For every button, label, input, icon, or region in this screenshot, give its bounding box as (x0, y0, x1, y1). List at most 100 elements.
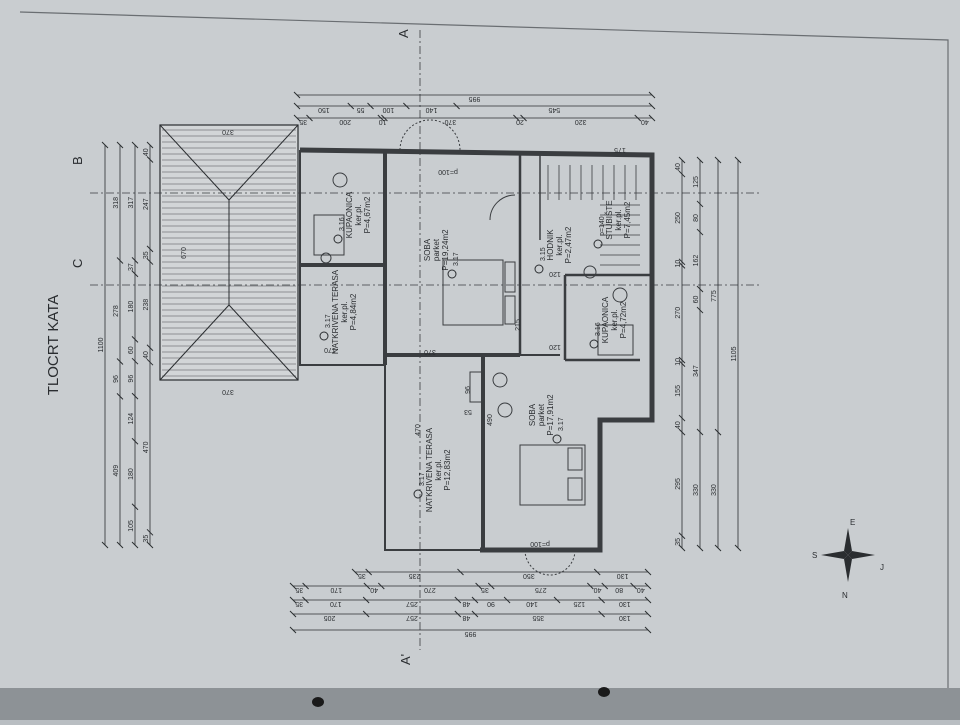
inner-dimension: 470 (415, 424, 422, 436)
dimension-value-right: 330 (711, 484, 718, 496)
dimension-chains: 1100409962783181051801249660180373173547… (98, 91, 742, 637)
nightstand (567, 447, 583, 471)
compass-rose: S J N E (812, 518, 884, 600)
dimension-value-left: 105 (128, 520, 135, 532)
dimension-value-left: 96 (128, 375, 135, 383)
dimension-tick (116, 257, 124, 264)
level-marker-icon (413, 489, 423, 499)
level-marker-icon (333, 234, 343, 244)
dimension-value-left: 35 (143, 251, 150, 259)
dimension-tick (146, 258, 154, 265)
chimney (469, 371, 485, 403)
dimension-value-bottom: 275 (535, 586, 547, 593)
dimension-tick (553, 596, 561, 604)
inner-dimension: 175 (614, 146, 626, 153)
dimension-tick (714, 428, 722, 436)
dimension-tick (678, 258, 686, 266)
dimension-tick (131, 437, 139, 445)
room-area: P=12,83m2 (443, 449, 452, 491)
dimension-tick (365, 568, 373, 576)
dimension-value-top: 35 (299, 118, 307, 125)
bathtub (313, 214, 345, 256)
dimension-value-top: 40 (641, 118, 649, 125)
dimension-tick (289, 596, 297, 604)
dimension-tick (503, 596, 511, 604)
dimension-tick (131, 541, 139, 549)
dimension-value-right: 35 (675, 538, 682, 546)
paper (0, 0, 960, 690)
room-area: P=19,24m2 (441, 229, 450, 271)
sink (320, 252, 332, 264)
dimension-tick (131, 357, 139, 365)
dimension-tick (513, 114, 520, 122)
dimension-value-left: 247 (143, 198, 150, 210)
dimension-tick (381, 114, 388, 122)
sink (583, 265, 597, 279)
section-marker-a: A (396, 29, 411, 38)
dimension-tick (347, 102, 355, 110)
dimension-tick (475, 582, 482, 590)
compass-j: J (880, 563, 884, 572)
dimension-value-bottom: 35 (481, 586, 489, 593)
dimension-value-bottom: 205 (324, 614, 336, 621)
level-label: 3.17 (558, 417, 565, 431)
dimension-tick (454, 596, 462, 604)
level-marker-icon (447, 269, 457, 279)
compass-e: E (850, 518, 855, 527)
dimension-tick (293, 91, 301, 99)
dimension-value-bottom: 235 (409, 572, 421, 579)
dimension-value-bottom: 130 (617, 572, 629, 579)
staircase (547, 165, 640, 266)
room-name: NATKRIVENA TERASA (425, 427, 434, 512)
inner-dimension: 120 (549, 343, 561, 350)
dimension-value-right: 775 (711, 290, 718, 302)
dimension-tick (116, 358, 124, 365)
dimension-tick (644, 582, 652, 590)
room-name: KUPAONICA (601, 296, 610, 343)
dimension-value-right: 80 (693, 214, 700, 222)
dimension-value-bottom: 140 (526, 600, 538, 607)
dimension-value-right: 60 (693, 296, 700, 304)
room-area: P=7,45m2 (623, 201, 632, 238)
level-label: 3.15 (540, 247, 547, 261)
dimension-value-top: 370 (444, 118, 456, 125)
dimension-value-bottom: 350 (523, 572, 535, 579)
dimension-tick (678, 360, 686, 368)
toilet (612, 287, 628, 303)
inner-dimension: 53 (464, 408, 472, 415)
dimension-tick (601, 582, 609, 590)
room-area: P=4,72m2 (619, 301, 628, 338)
level-marker-icon (593, 239, 603, 249)
dimension-tick (696, 306, 704, 314)
dimension-tick (714, 156, 722, 164)
dimension-value-left: 96 (113, 375, 120, 383)
punch-hole (598, 687, 610, 697)
dimension-tick (678, 170, 686, 178)
dimension-tick (696, 200, 704, 208)
dimension-tick (101, 541, 109, 549)
page-title: TLOCRT KATA (45, 295, 62, 396)
dimension-value-left: 180 (128, 468, 135, 480)
dimension-tick (289, 626, 297, 634)
dimension-tick (696, 285, 704, 293)
dimension-tick (598, 596, 605, 604)
shower-tray (597, 324, 634, 356)
dimension-tick (302, 582, 309, 590)
room-floor: parket (537, 403, 546, 426)
inner-dimension: 170 (324, 346, 336, 353)
section-lines (90, 30, 760, 650)
room-floor: ker.pl. (434, 459, 443, 480)
dimension-tick (678, 261, 686, 269)
dimension-tick (678, 544, 686, 552)
dimension-value-bottom: 130 (619, 600, 631, 607)
dimension-tick (678, 414, 686, 422)
dimension-value-bottom: 40 (370, 586, 378, 593)
dimension-tick (734, 544, 742, 552)
dimension-tick (116, 541, 124, 549)
level-label: 3.17 (325, 314, 332, 328)
dimension-tick (678, 428, 686, 436)
